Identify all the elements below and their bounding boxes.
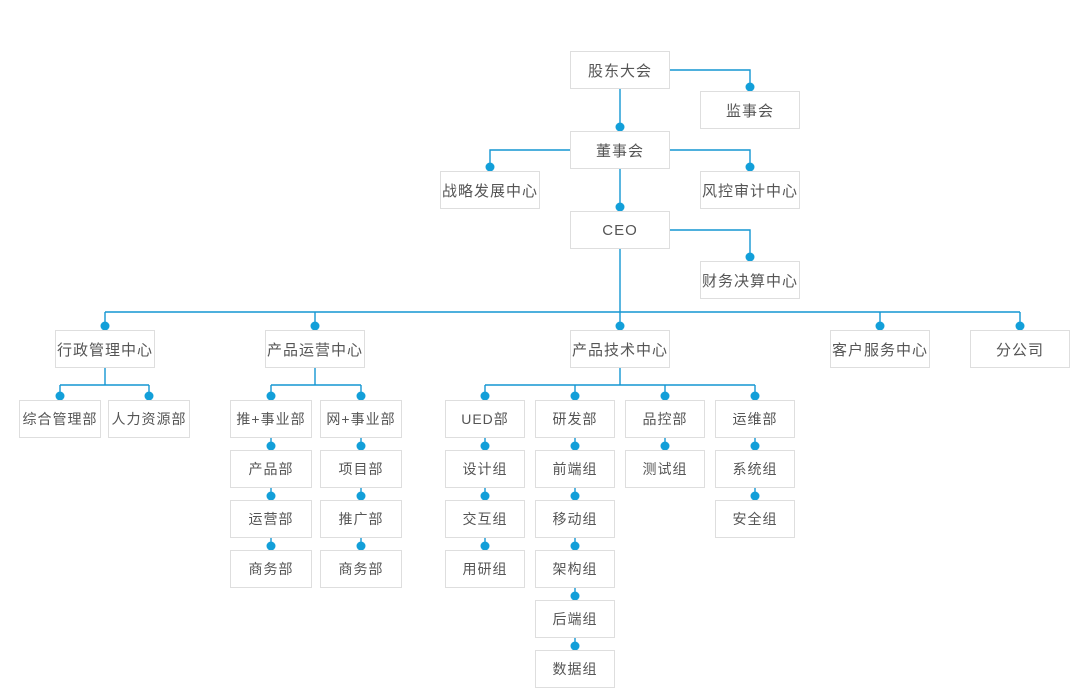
connection-dot (745, 82, 755, 92)
org-node-strategy-dev-center: 战略发展中心 (440, 171, 540, 209)
connection-dot (266, 491, 276, 501)
connection-dot (480, 441, 490, 451)
org-node-user-research-group: 用研组 (445, 550, 525, 588)
connection-dot (480, 541, 490, 551)
org-node-board-of-directors: 董事会 (570, 131, 670, 169)
org-node-tui-plus-division: 推+事业部 (230, 400, 312, 438)
org-node-business-dept-right: 商务部 (320, 550, 402, 588)
edge-ceo-finance (670, 229, 751, 257)
connection-dot (745, 252, 755, 262)
connection-dot (570, 491, 580, 501)
connection-dot (570, 391, 580, 401)
org-node-design-group: 设计组 (445, 450, 525, 488)
connection-dot (745, 162, 755, 172)
org-node-general-mgmt-dept: 综合管理部 (19, 400, 101, 438)
org-node-operations-dept: 运营部 (230, 500, 312, 538)
connection-dot (310, 321, 320, 331)
split-admin-children (59, 368, 150, 396)
org-node-risk-audit-center: 风控审计中心 (700, 171, 800, 209)
org-node-quality-control-dept: 品控部 (625, 400, 705, 438)
org-node-business-dept-left: 商务部 (230, 550, 312, 588)
connection-dot (356, 441, 366, 451)
org-node-project-dept: 项目部 (320, 450, 402, 488)
split-product-tech-children (484, 368, 756, 396)
edge-board-strategy (489, 149, 570, 167)
org-node-interaction-group: 交互组 (445, 500, 525, 538)
connection-dot (100, 321, 110, 331)
connection-dot (266, 391, 276, 401)
connection-dot (660, 441, 670, 451)
edge-shareholders-supervisory (670, 69, 751, 87)
connection-dot (356, 391, 366, 401)
org-node-product-ops-center: 产品运营中心 (265, 330, 365, 368)
org-node-backend-group: 后端组 (535, 600, 615, 638)
org-node-rd-dept: 研发部 (535, 400, 615, 438)
org-node-architecture-group: 架构组 (535, 550, 615, 588)
org-node-finance-settlement-center: 财务决算中心 (700, 261, 800, 299)
org-node-ops-maintenance-dept: 运维部 (715, 400, 795, 438)
org-node-product-dept: 产品部 (230, 450, 312, 488)
connection-dot (570, 641, 580, 651)
org-node-branch-company: 分公司 (970, 330, 1070, 368)
connection-dot (485, 162, 495, 172)
connection-dot (266, 541, 276, 551)
org-node-wang-plus-division: 网+事业部 (320, 400, 402, 438)
org-node-admin-mgmt-center: 行政管理中心 (55, 330, 155, 368)
org-node-mobile-group: 移动组 (535, 500, 615, 538)
edge-board-riskaudit (670, 149, 751, 167)
org-node-security-group: 安全组 (715, 500, 795, 538)
org-node-shareholders: 股东大会 (570, 51, 670, 89)
connection-dot (615, 202, 625, 212)
connection-dot (660, 391, 670, 401)
connection-dot (356, 541, 366, 551)
connection-dot (615, 122, 625, 132)
connection-dot (55, 391, 65, 401)
org-node-promotion-dept: 推广部 (320, 500, 402, 538)
org-node-hr-dept: 人力资源部 (108, 400, 190, 438)
connection-dot (570, 441, 580, 451)
connector-dots (55, 82, 1025, 651)
connection-dot (750, 441, 760, 451)
connection-dot (480, 391, 490, 401)
org-node-frontend-group: 前端组 (535, 450, 615, 488)
connection-dot (266, 441, 276, 451)
org-node-ued-dept: UED部 (445, 400, 525, 438)
org-node-supervisory-board: 监事会 (700, 91, 800, 129)
connection-dot (480, 491, 490, 501)
connection-dot (615, 321, 625, 331)
org-node-testing-group: 测试组 (625, 450, 705, 488)
org-node-system-group: 系统组 (715, 450, 795, 488)
org-node-customer-service-center: 客户服务中心 (830, 330, 930, 368)
connection-dot (356, 491, 366, 501)
org-node-product-tech-center: 产品技术中心 (570, 330, 670, 368)
connection-dot (1015, 321, 1025, 331)
connection-dot (570, 541, 580, 551)
org-node-ceo: CEO (570, 211, 670, 249)
connection-dot (570, 591, 580, 601)
connection-dot (750, 391, 760, 401)
connection-dot (875, 321, 885, 331)
connection-dot (144, 391, 154, 401)
org-node-data-group: 数据组 (535, 650, 615, 688)
split-product-ops-children (270, 368, 362, 396)
connection-dot (750, 491, 760, 501)
